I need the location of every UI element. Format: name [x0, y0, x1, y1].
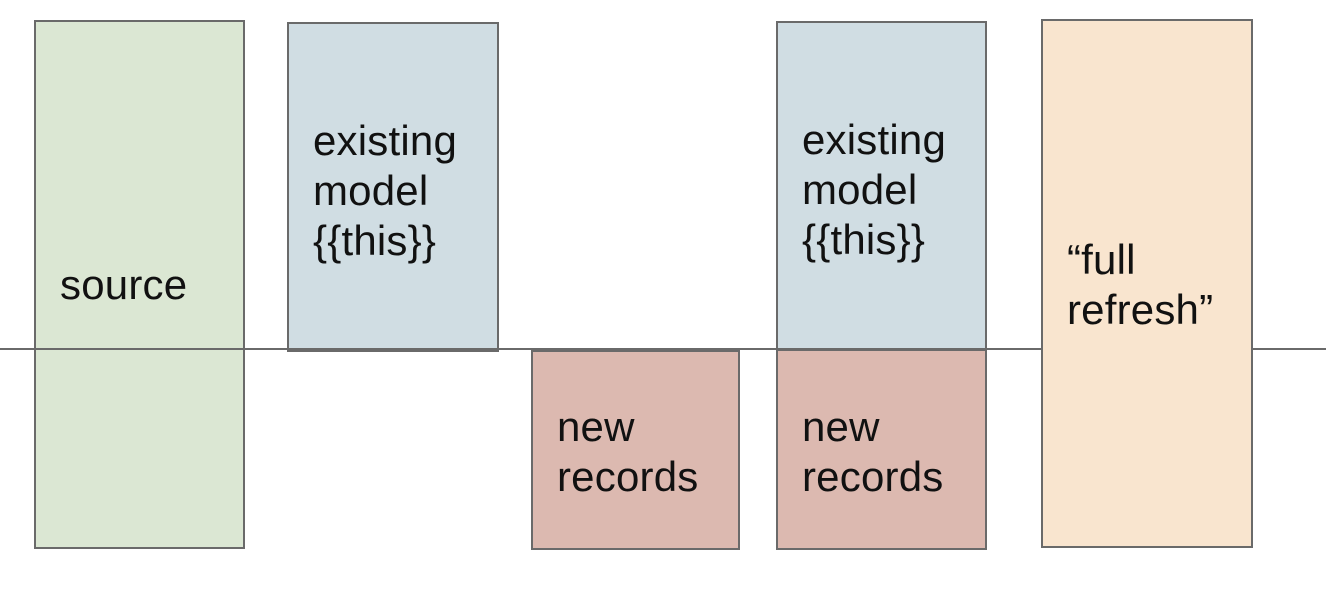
- source-box: source: [34, 20, 245, 549]
- existing-model-label-1: existing model {{this}}: [313, 117, 458, 264]
- new-records-box-1: new records: [531, 350, 740, 550]
- timeline-divider-line: [0, 348, 1326, 350]
- existing-model-box-1: existing model {{this}}: [287, 22, 499, 352]
- new-records-label-2: new records: [802, 402, 944, 500]
- new-records-box-2: new records: [776, 349, 987, 550]
- new-records-label-1: new records: [557, 403, 699, 500]
- full-refresh-box: “full refresh”: [1041, 19, 1253, 548]
- source-label: source: [60, 260, 188, 308]
- existing-model-label-2: existing model {{this}}: [802, 115, 947, 263]
- full-refresh-label: “full refresh”: [1067, 235, 1214, 333]
- existing-model-box-2: existing model {{this}}: [776, 21, 987, 350]
